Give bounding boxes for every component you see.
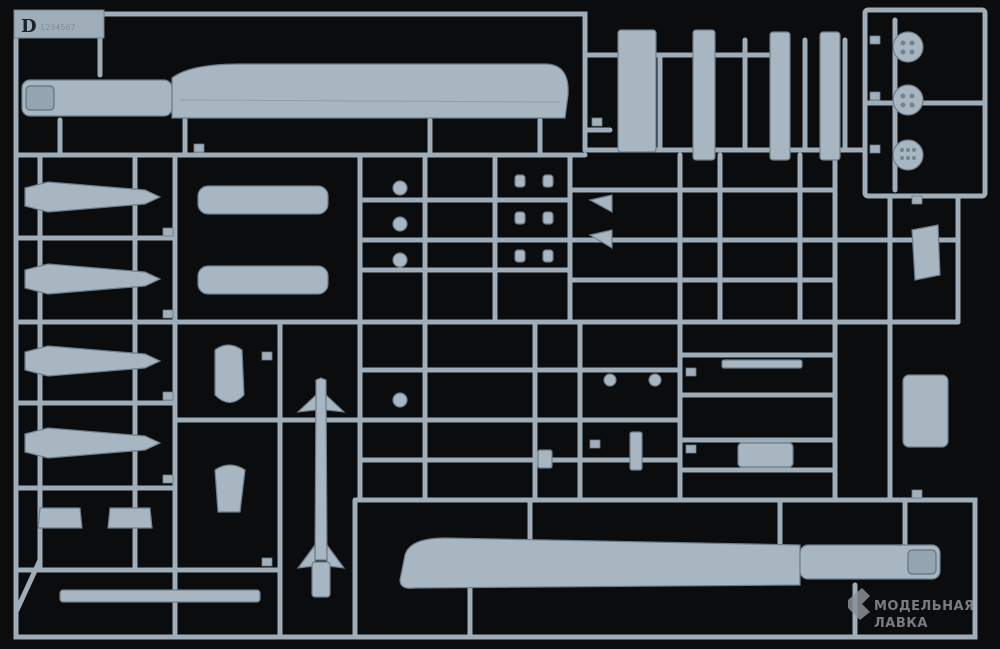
rocket-pod-faces (892, 31, 924, 171)
sprue-letter-label: D 1234567 (13, 9, 105, 39)
missile-vertical (296, 377, 346, 598)
missiles-left (24, 181, 162, 459)
watermark-line1: МОДЕЛЬНАЯ (874, 599, 975, 614)
sprue-tags (162, 35, 923, 567)
sprue-code: 1234567 (40, 23, 76, 32)
fuel-tanks (197, 185, 329, 295)
exhaust-pipes (617, 29, 841, 161)
watermark: МОДЕЛЬНАЯ ЛАВКА (848, 588, 975, 631)
rotor-blade-lower (399, 537, 941, 589)
sprue-letter: D (21, 16, 37, 37)
shop-logo-icon (848, 588, 870, 620)
small-parts (37, 174, 949, 603)
rotor-blade-upper (21, 63, 569, 119)
watermark-line2: ЛАВКА (874, 616, 928, 631)
